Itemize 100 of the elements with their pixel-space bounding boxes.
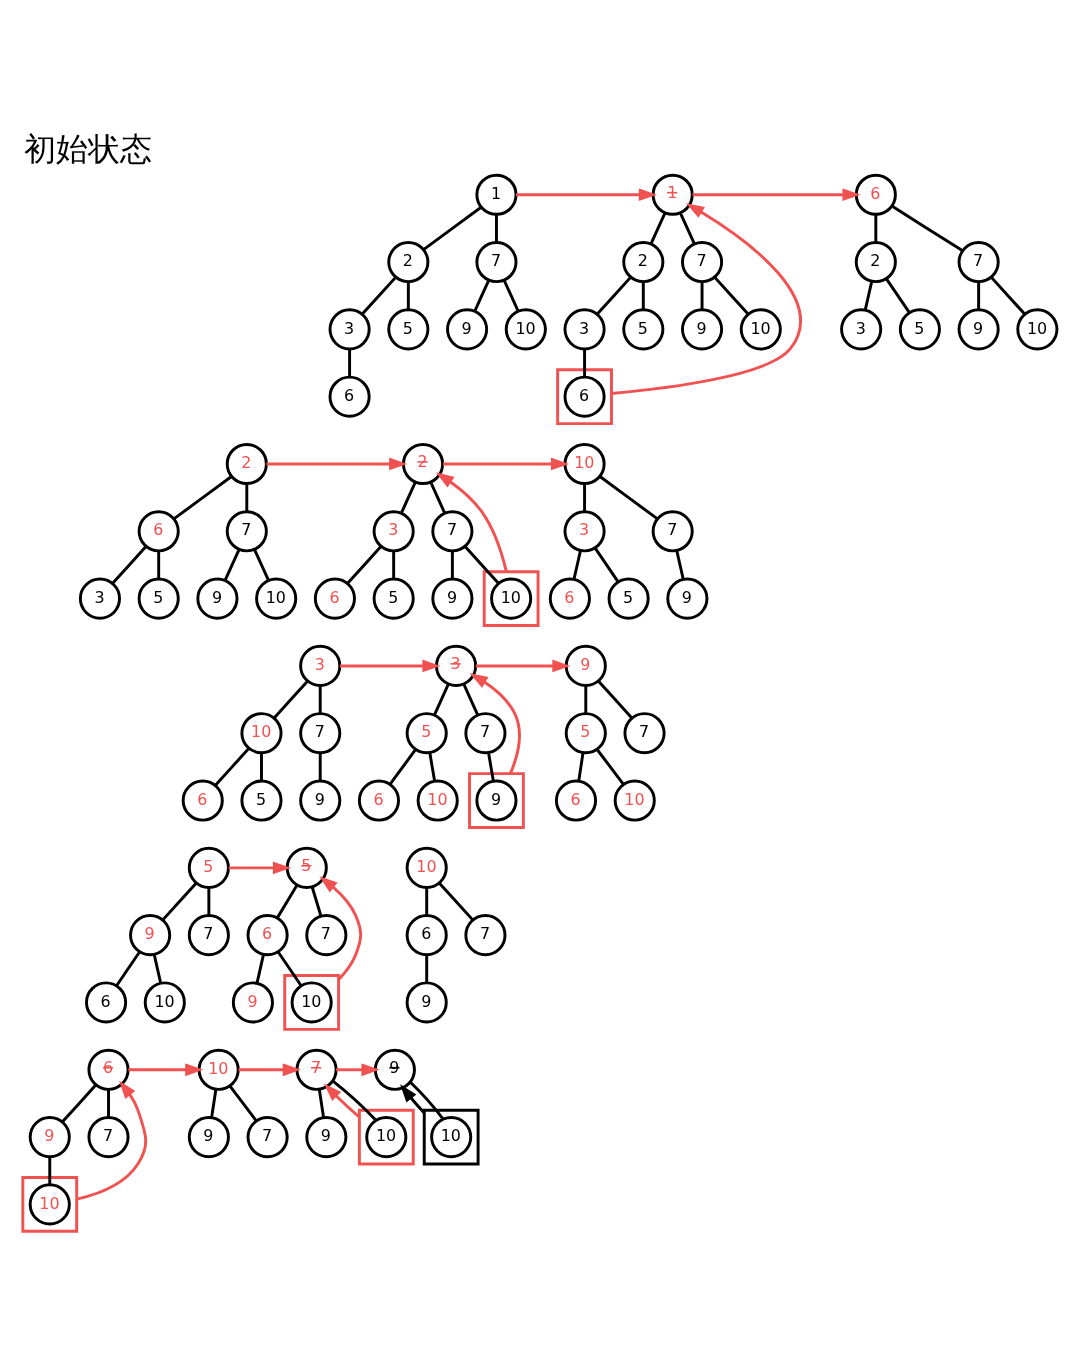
connector [502,279,520,312]
connector [874,213,878,242]
node-circle: 6 [246,913,289,956]
node-circle: 9 [187,1115,230,1158]
connector [400,481,417,514]
node-circle: 6 [405,913,448,956]
node-circle: 10 [430,1115,473,1158]
node-circle: 7 [681,240,724,283]
node-circle: 6 [548,577,591,620]
arrow [400,1083,426,1114]
node-circle: 5 [387,307,430,350]
connector [228,1084,258,1122]
connector [713,275,750,315]
node-circle: 2 [401,442,445,485]
node-circle: 3 [435,644,478,687]
connector [210,1088,218,1118]
node-circle: 6 [357,779,401,822]
node-circle: 2 [387,240,430,283]
node-circle: 7 [87,1115,130,1158]
cluster [422,1108,480,1165]
connector [473,279,491,312]
connector [487,752,495,781]
node-circle: 10 [739,307,782,350]
node-circle: 9 [231,980,274,1023]
node-circle: 10 [1016,307,1059,350]
connector [462,683,479,715]
connector [406,281,410,309]
cluster [556,367,613,425]
node-circle: 7 [246,1115,289,1158]
node-circle: 6 [554,779,598,822]
node-circle: 2 [854,240,897,283]
connector [310,885,323,917]
node-circle: 10 [197,1048,240,1091]
node-circle: 7 [651,509,694,552]
arrow [319,875,363,981]
connector [422,205,482,251]
connector [276,950,303,986]
node-circle: 7 [475,240,518,283]
connector [318,752,322,781]
node-circle: 7 [295,1048,338,1091]
connector [107,1088,110,1117]
connector [438,881,474,921]
node-circle: 9 [681,307,724,350]
node-circle: 7 [299,711,342,754]
node-circle: 10 [504,307,547,350]
node-circle: 3 [299,644,342,687]
node-circle: 2 [622,240,665,283]
node-circle: 9 [957,307,1000,350]
connector [572,549,582,580]
node-circle: 2 [225,442,268,485]
node-circle: 5 [372,577,415,620]
connector [891,204,964,252]
connector [276,883,299,918]
node-circle: 5 [187,846,230,889]
connector [425,887,429,915]
connector [641,281,645,309]
node-circle: 3 [563,307,606,350]
node-circle: 1 [651,173,694,216]
connector [599,474,659,520]
node-circle: 5 [622,307,665,350]
node-circle: 6 [563,375,606,418]
node-circle: 9 [405,980,448,1023]
node-circle: 10 [143,980,186,1023]
node-circle: 9 [564,644,607,687]
node-circle: 7 [623,711,666,754]
node-circle: 5 [564,711,607,754]
arrow [611,202,802,395]
connector [392,550,396,579]
node-circle: 9 [446,307,489,350]
node-circle: 10 [405,846,448,889]
cluster [482,569,540,627]
connector [48,1156,52,1184]
arrow [516,187,657,201]
arrow [228,861,292,874]
cluster [357,1108,415,1165]
arrow [128,1062,204,1076]
connector [361,275,397,315]
connector [389,748,417,785]
node-circle: 6 [87,1048,130,1091]
connector [577,752,585,781]
connector [207,887,211,915]
node-circle: 6 [181,779,224,822]
arrow [692,187,861,201]
node-circle: 7 [187,913,230,956]
node-circle: 6 [313,577,356,620]
connector [428,752,437,781]
node-circle: 3 [372,509,415,552]
arrow [336,1062,380,1076]
connector [596,275,632,315]
node-circle: 7 [464,913,507,956]
node-circle: 9 [28,1115,71,1158]
node-circle: 6 [854,173,897,216]
connector [161,881,198,921]
node-circle: 10 [255,577,298,620]
node-circle: 9 [475,779,518,822]
connector [273,679,309,719]
connector [111,545,147,584]
node-circle: 9 [431,577,474,620]
node-circle: 5 [285,846,328,889]
node-circle: 9 [129,913,172,956]
